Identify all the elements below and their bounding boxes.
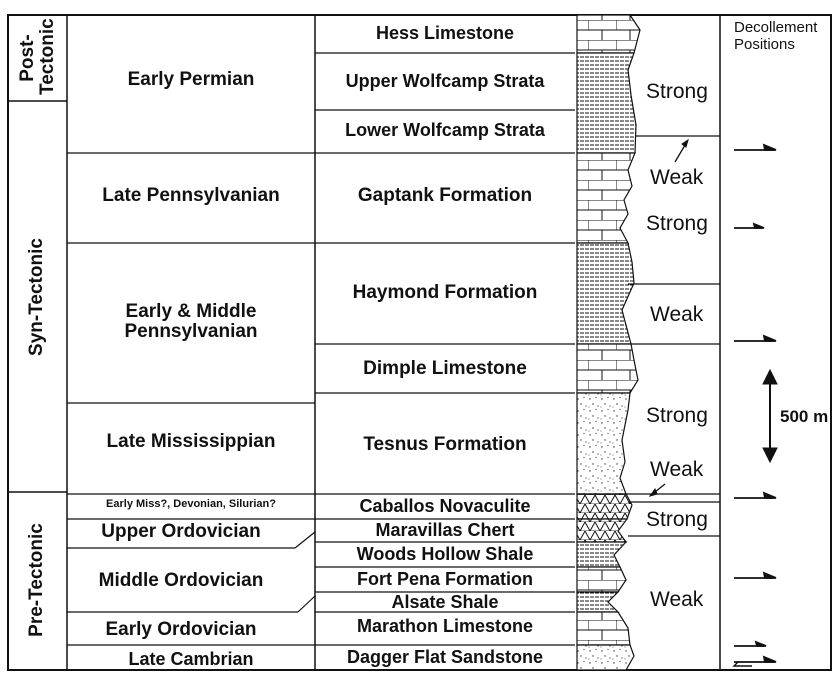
formation-upper-wolfcamp: Upper Wolfcamp Strata	[315, 72, 575, 91]
tectonic-pre-label: Pre-Tectonic	[27, 507, 51, 653]
age-late-pennsylvanian: Late Pennsylvanian	[67, 186, 315, 206]
strength-strong-2: Strong	[646, 212, 708, 236]
age-early-ordovician: Early Ordovician	[67, 620, 295, 640]
formation-caballos: Caballos Novaculite	[315, 497, 575, 516]
formation-haymond: Haymond Formation	[315, 283, 575, 303]
strength-weak-1: Weak	[650, 166, 703, 190]
strength-weak-2: Weak	[650, 303, 703, 327]
strength-strong-4: Strong	[646, 508, 708, 532]
age-early-middle-pennsylvanian: Early & Middle Pennsylvanian	[67, 302, 315, 342]
tectonic-syn-label: Syn-Tectonic	[27, 217, 51, 377]
decollement-header: Decollement Positions	[734, 20, 817, 53]
formation-tesnus: Tesnus Formation	[315, 435, 575, 455]
lithology-column	[577, 15, 640, 670]
age-middle-ordovician: Middle Ordovician	[67, 571, 295, 591]
strength-weak-4: Weak	[650, 588, 703, 612]
formation-dimple: Dimple Limestone	[315, 359, 575, 379]
formation-fort-pena: Fort Pena Formation	[315, 570, 575, 589]
weak-arrow-up	[675, 140, 688, 162]
age-late-cambrian: Late Cambrian	[67, 650, 315, 669]
formation-gaptank: Gaptank Formation	[315, 186, 575, 206]
scale-bar-label: 500 m	[780, 408, 828, 426]
formation-marathon: Marathon Limestone	[315, 617, 575, 636]
scale-bar	[763, 370, 777, 462]
formation-maravillas: Maravillas Chert	[315, 521, 575, 540]
strength-weak-3: Weak	[650, 458, 703, 482]
formation-alsate: Alsate Shale	[315, 593, 575, 612]
age-early-permian: Early Permian	[67, 70, 315, 90]
formation-dagger-flat: Dagger Flat Sandstone	[315, 648, 575, 667]
formation-woods-hollow: Woods Hollow Shale	[315, 545, 575, 564]
strength-strong-3: Strong	[646, 404, 708, 428]
age-late-mississippian: Late Mississippian	[67, 432, 315, 452]
age-early-miss-devonian-silurian: Early Miss?, Devonian, Silurian?	[67, 499, 315, 511]
strength-strong-1: Strong	[646, 80, 708, 104]
formation-hess-limestone: Hess Limestone	[315, 24, 575, 43]
age-upper-ordovician: Upper Ordovician	[67, 522, 295, 542]
tectonic-post-label: Post- Tectonic	[18, 21, 58, 95]
formation-lower-wolfcamp: Lower Wolfcamp Strata	[315, 121, 575, 140]
